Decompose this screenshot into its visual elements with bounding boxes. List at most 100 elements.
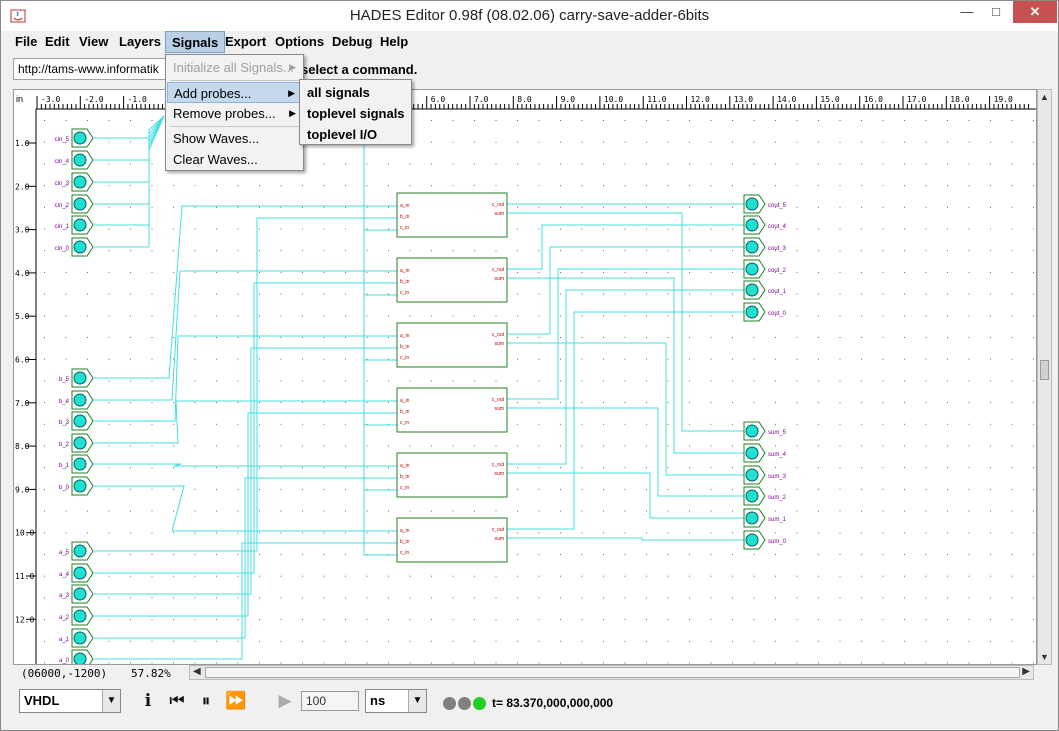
output-cout-2[interactable]: cout_2 bbox=[743, 259, 787, 279]
grid-dot bbox=[947, 380, 948, 382]
input-cin-0[interactable]: cin_0 bbox=[55, 237, 94, 257]
input-cin-3[interactable]: cin_3 bbox=[55, 172, 94, 192]
horizontal-scroll-thumb[interactable] bbox=[205, 667, 1020, 678]
menu-debug[interactable]: Debug bbox=[332, 34, 373, 49]
input-a-4[interactable]: a_4 bbox=[59, 563, 94, 583]
scroll-left-icon[interactable]: ◀ bbox=[193, 666, 201, 677]
menu-item-remove-probes[interactable]: Remove probes...▶ bbox=[167, 103, 302, 124]
menu-item-toplevel-signals[interactable]: toplevel signals bbox=[307, 106, 405, 121]
fast-forward-icon[interactable]: ⏩ bbox=[225, 691, 247, 710]
menu-item-initialize-signals[interactable]: Initialize all Signals...▶ bbox=[167, 57, 302, 78]
scroll-down-icon[interactable]: ▼ bbox=[1040, 652, 1049, 662]
menu-file[interactable]: File bbox=[15, 34, 38, 49]
output-sum-2[interactable]: sum_2 bbox=[743, 486, 787, 506]
chevron-down-icon[interactable]: ▼ bbox=[102, 690, 120, 712]
output-sum-4[interactable]: sum_4 bbox=[743, 443, 787, 463]
grid-dot bbox=[151, 575, 153, 577]
maximize-button[interactable]: □ bbox=[992, 4, 1000, 19]
grid-dot bbox=[710, 141, 712, 143]
minimize-button[interactable]: — bbox=[960, 4, 974, 19]
schematic-canvas[interactable]: in-3.0-2.0-1.00.01.02.03.04.05.06.07.08.… bbox=[13, 89, 1037, 665]
scroll-up-icon[interactable]: ▲ bbox=[1040, 92, 1049, 102]
grid-dot bbox=[796, 293, 798, 295]
input-a-0[interactable]: a_0 bbox=[59, 649, 94, 665]
time-unit-select[interactable]: ns ▼ bbox=[365, 689, 427, 713]
grid-dot bbox=[732, 423, 733, 425]
input-a-1[interactable]: a_1 bbox=[59, 628, 94, 648]
grid-dot bbox=[925, 532, 927, 534]
status-led bbox=[443, 697, 456, 710]
output-sum-5[interactable]: sum_5 bbox=[743, 421, 787, 441]
menu-edit[interactable]: Edit bbox=[45, 34, 70, 49]
grid-dot bbox=[775, 120, 776, 121]
close-button[interactable]: ✕ bbox=[1013, 1, 1057, 23]
menu-item-add-probes[interactable]: Add probes...▶ bbox=[167, 82, 302, 103]
grid-dot bbox=[732, 141, 733, 143]
input-b-5[interactable]: b_5 bbox=[59, 368, 94, 388]
input-cin-4-label: cin_4 bbox=[55, 159, 70, 165]
grid-dot bbox=[237, 271, 239, 273]
vertical-scrollbar[interactable]: ▲ ▼ bbox=[1037, 89, 1052, 665]
input-cin-5[interactable]: cin_5 bbox=[55, 128, 94, 148]
menu-layers[interactable]: Layers bbox=[119, 34, 161, 49]
pause-icon[interactable]: ⏸ bbox=[201, 691, 211, 710]
input-b-4[interactable]: b_4 bbox=[59, 390, 94, 410]
input-a-3[interactable]: a_3 bbox=[59, 584, 94, 604]
menu-item-clear-waves[interactable]: Clear Waves... bbox=[173, 152, 258, 167]
input-b-3[interactable]: b_3 bbox=[59, 411, 94, 431]
menu-options[interactable]: Options bbox=[275, 34, 325, 49]
grid-dot bbox=[646, 380, 647, 382]
input-cin-1[interactable]: cin_1 bbox=[55, 215, 94, 235]
output-sum-0[interactable]: sum_0 bbox=[743, 530, 787, 550]
language-select[interactable]: VHDL ▼ bbox=[19, 689, 121, 713]
grid-dot bbox=[861, 640, 862, 642]
chevron-down-icon[interactable]: ▼ bbox=[408, 690, 426, 712]
output-sum-1[interactable]: sum_1 bbox=[743, 508, 787, 528]
input-a-2[interactable]: a_2 bbox=[59, 606, 94, 626]
input-cin-2[interactable]: cin_2 bbox=[55, 194, 94, 214]
output-cout-3[interactable]: cout_3 bbox=[743, 237, 787, 257]
grid-dot bbox=[259, 640, 260, 642]
grid-dot bbox=[87, 358, 88, 360]
menu-item-show-waves[interactable]: Show Waves... bbox=[173, 131, 260, 146]
grid-dot bbox=[947, 228, 948, 230]
grid-dot bbox=[130, 662, 131, 664]
timestep-input[interactable]: 100 bbox=[301, 691, 359, 711]
grid-dot bbox=[624, 228, 626, 230]
menu-view[interactable]: View bbox=[79, 34, 109, 49]
output-sum-3[interactable]: sum_3 bbox=[743, 465, 787, 485]
menu-signals[interactable]: Signals bbox=[165, 31, 226, 53]
output-cout-1[interactable]: cout_1 bbox=[743, 280, 787, 300]
vertical-scroll-thumb[interactable] bbox=[1040, 360, 1049, 380]
scroll-right-icon[interactable]: ▶ bbox=[1022, 666, 1030, 677]
grid-dot bbox=[689, 467, 690, 469]
grid-dot bbox=[904, 445, 905, 447]
input-b-2[interactable]: b_2 bbox=[59, 433, 94, 453]
grid-dot bbox=[1033, 380, 1034, 382]
menu-item-toplevel-io[interactable]: toplevel I/O bbox=[307, 127, 378, 142]
step-icon[interactable]: ▶ bbox=[278, 691, 292, 710]
input-b-0[interactable]: b_0 bbox=[59, 476, 94, 496]
input-a-5[interactable]: a_5 bbox=[59, 541, 94, 561]
grid-dot bbox=[796, 488, 798, 490]
info-icon[interactable]: i bbox=[144, 691, 152, 711]
menu-export[interactable]: Export bbox=[225, 34, 267, 49]
horizontal-scrollbar[interactable]: ◀ ▶ bbox=[189, 665, 1034, 680]
menu-item-all-signals[interactable]: all signals bbox=[307, 85, 370, 100]
output-cout-0[interactable]: cout_0 bbox=[743, 302, 787, 322]
rewind-icon[interactable]: ⏮ bbox=[169, 691, 185, 710]
url-field[interactable]: http://tams-www.informatik bbox=[13, 58, 173, 80]
menu-help[interactable]: Help bbox=[380, 34, 409, 49]
output-cout-5[interactable]: cout_5 bbox=[743, 194, 787, 214]
schematic-drawing[interactable]: in-3.0-2.0-1.00.01.02.03.04.05.06.07.08.… bbox=[14, 90, 1037, 665]
input-b-1[interactable]: b_1 bbox=[59, 454, 94, 474]
grid-dot bbox=[947, 141, 948, 143]
input-cin-4[interactable]: cin_4 bbox=[55, 150, 94, 170]
output-cout-4[interactable]: cout_4 bbox=[743, 215, 787, 235]
